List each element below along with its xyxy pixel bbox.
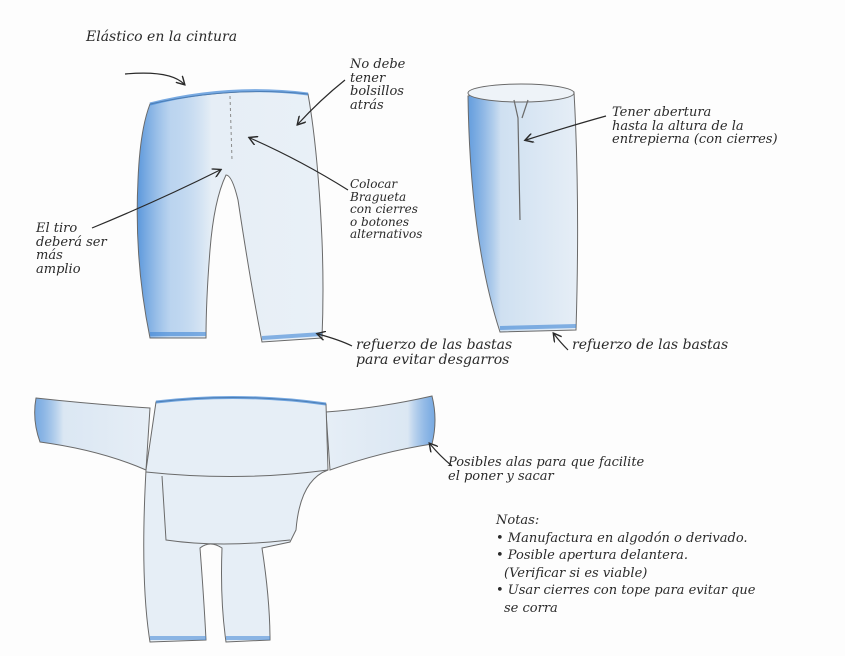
notes-item-5: se corra — [496, 600, 755, 618]
zipper-line-1: Colocar — [350, 178, 422, 191]
hem-front-line-1: refuerzo de las bastas — [356, 338, 512, 353]
crotch-line-2: deberá ser — [36, 236, 107, 250]
arrow-elastic — [125, 73, 184, 84]
notes-item-3: (Verificar si es viable) — [496, 565, 755, 583]
no-pockets-line-4: atrás — [350, 99, 405, 113]
label-opening: Tener abertura hasta la altura de la ent… — [612, 106, 778, 147]
notes-item-4: • Usar cierres con tope para evitar que — [496, 582, 755, 600]
no-pockets-line-2: tener — [350, 72, 405, 86]
notes-item-2: • Posible apertura delantera. — [496, 547, 755, 565]
winged-shorts-drawing — [35, 396, 435, 642]
notes-block: Notas: • Manufactura en algodón o deriva… — [496, 512, 755, 617]
label-elastic: Elástico en la cintura — [86, 30, 237, 45]
front-shorts-drawing — [137, 91, 323, 342]
notes-item-1: • Manufactura en algodón o derivado. — [496, 530, 755, 548]
left-wing — [35, 398, 150, 470]
side-waist-opening — [468, 84, 574, 102]
wings-line-1: Posibles alas para que facilite — [448, 456, 644, 470]
crotch-line-1: El tiro — [36, 222, 107, 236]
label-wings: Posibles alas para que facilite el poner… — [448, 456, 644, 483]
crotch-line-3: más — [36, 249, 107, 263]
wings-line-2: el poner y sacar — [448, 470, 644, 484]
opening-line-1: Tener abertura — [612, 106, 778, 120]
no-pockets-line-1: No debe — [350, 58, 405, 72]
notes-title: Notas: — [496, 512, 755, 530]
zipper-line-3: con cierres — [350, 203, 422, 216]
label-zipper: Colocar Bragueta con cierres o botones a… — [350, 178, 422, 241]
right-wing — [326, 396, 435, 470]
opening-line-3: entrepierna (con cierres) — [612, 133, 778, 147]
crotch-line-4: amplio — [36, 263, 107, 277]
label-hem-side: refuerzo de las bastas — [572, 338, 728, 353]
hem-front-line-2: para evitar desgarros — [356, 353, 512, 368]
side-shorts-body — [468, 88, 578, 332]
label-crotch: El tiro deberá ser más amplio — [36, 222, 107, 277]
label-no-pockets: No debe tener bolsillos atrás — [350, 58, 405, 113]
no-pockets-line-3: bolsillos — [350, 85, 405, 99]
opening-line-2: hasta la altura de la — [612, 120, 778, 134]
zipper-line-5: alternativos — [350, 228, 422, 241]
front-shorts-body — [137, 92, 323, 342]
side-shorts-drawing — [468, 84, 578, 332]
label-hem-front: refuerzo de las bastas para evitar desga… — [356, 338, 512, 367]
arrow-hem-side — [554, 334, 568, 350]
arrow-hem-front — [318, 334, 352, 346]
winged-shorts-body — [144, 397, 328, 642]
side-hem — [500, 326, 576, 328]
